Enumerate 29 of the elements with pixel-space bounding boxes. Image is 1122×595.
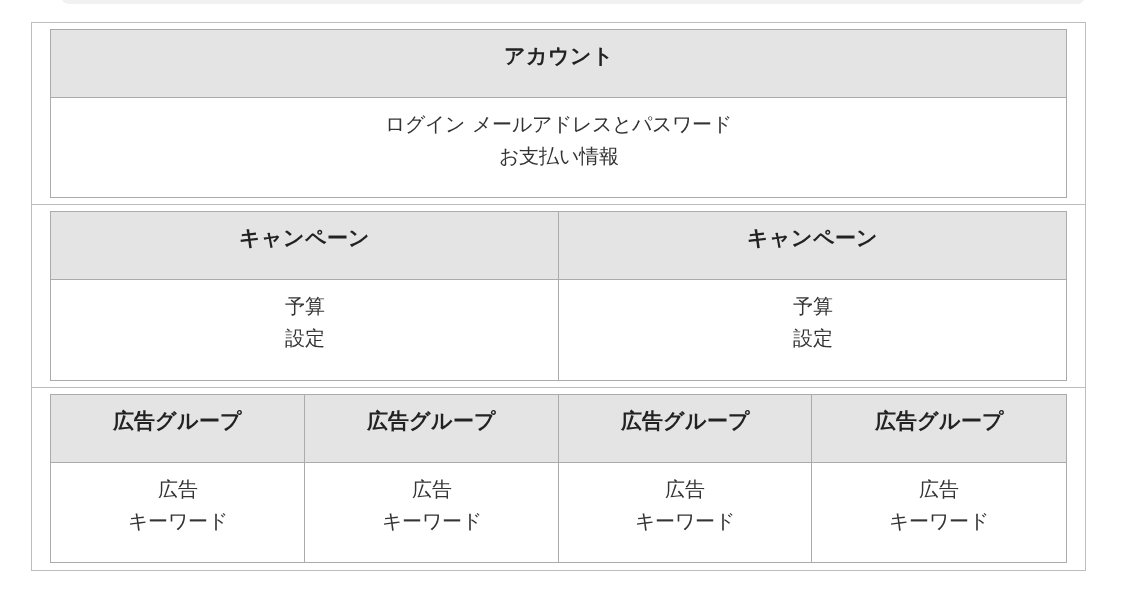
item-text: キーワード — [635, 508, 735, 535]
row-frame — [31, 204, 1086, 388]
heading-text: 広告グループ — [113, 409, 242, 433]
item-text: 予算 — [792, 293, 833, 320]
table-column — [558, 211, 1067, 381]
table-column — [304, 394, 559, 563]
table-column — [50, 394, 305, 563]
item-text: 予算 — [284, 293, 325, 320]
heading-text: キャンペーン — [239, 226, 370, 250]
heading-text: 広告グループ — [367, 409, 496, 433]
item-text: キーワード — [889, 508, 989, 535]
item-text: 設定 — [284, 325, 325, 352]
heading-text: アカウント — [503, 44, 614, 68]
item-text: 設定 — [792, 325, 833, 352]
item-text: 広告 — [157, 476, 198, 503]
item-text: ログイン メールアドレスとパスワード — [385, 111, 732, 138]
item-text: 広告 — [411, 476, 452, 503]
row-frame — [31, 387, 1086, 571]
item-text: 広告 — [919, 476, 959, 503]
heading-text: 広告グループ — [620, 409, 750, 433]
table-column — [558, 394, 812, 563]
item-text: お支払い情報 — [498, 143, 619, 170]
heading-text: キャンペーン — [747, 226, 878, 250]
heading-text: 広告グループ — [874, 409, 1004, 433]
item-text: 広告 — [665, 476, 705, 503]
table-column — [811, 394, 1067, 563]
item-text: キーワード — [381, 508, 482, 535]
table-column — [50, 211, 559, 381]
item-text: キーワード — [127, 508, 228, 535]
